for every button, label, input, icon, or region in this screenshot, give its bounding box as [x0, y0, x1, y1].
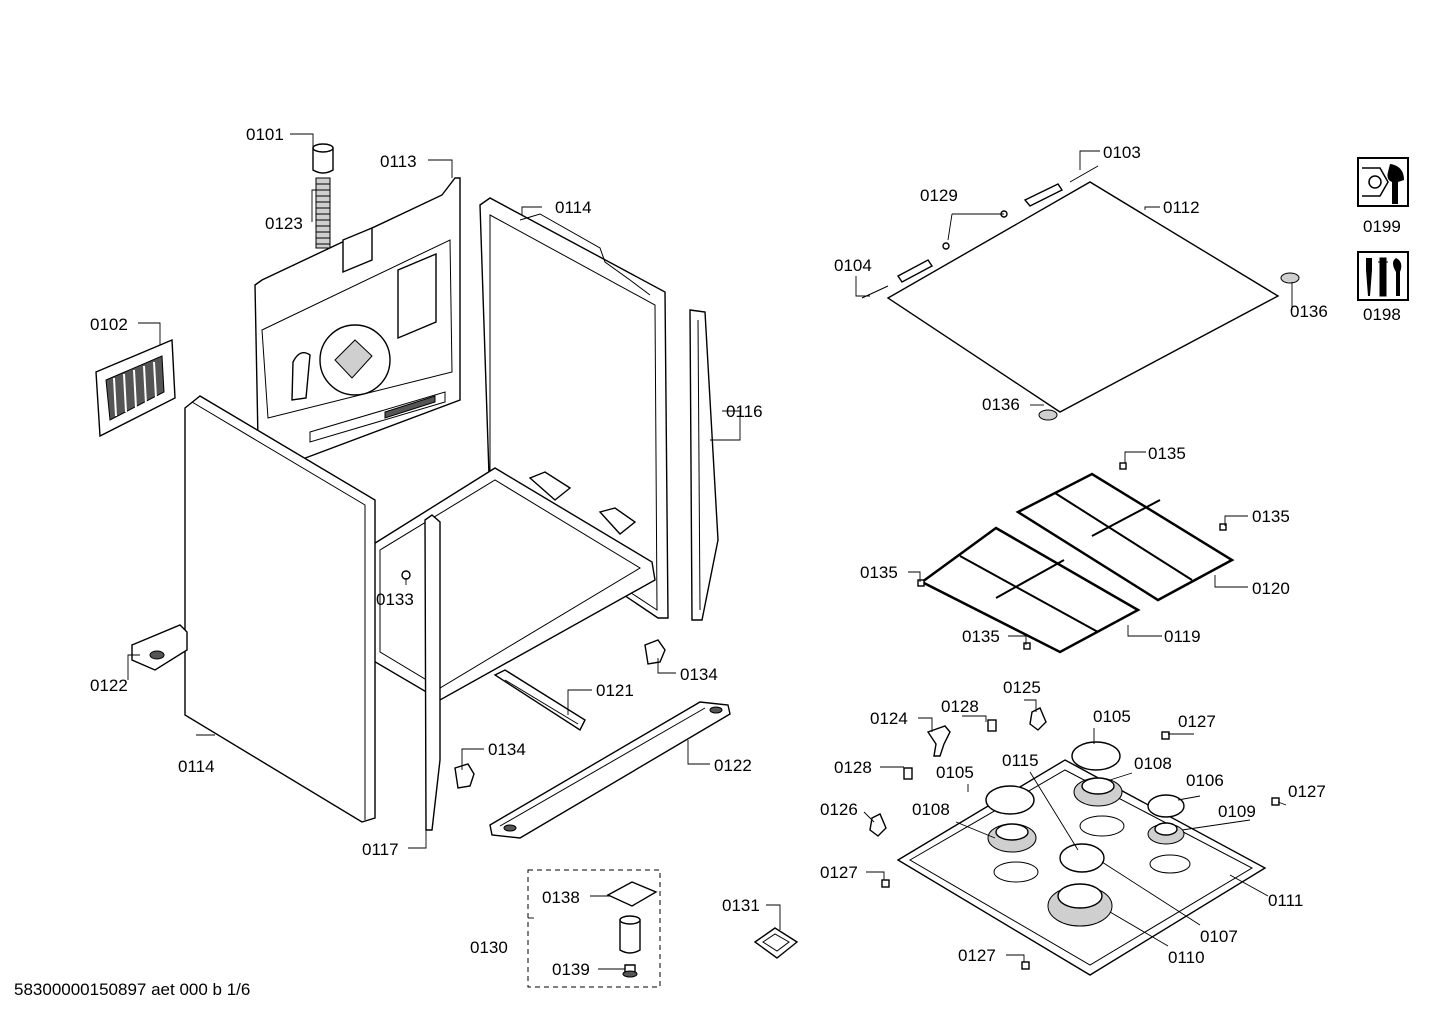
part-0126-igniter	[869, 813, 887, 837]
label-0108: 0108	[1134, 754, 1172, 773]
part-0108-burner-left	[987, 823, 1037, 853]
label-0125: 0125	[1003, 678, 1041, 697]
label-0198: 0198	[1363, 305, 1401, 324]
part-0108-burner-right	[1073, 777, 1123, 807]
label-0105: 0105	[1093, 707, 1131, 726]
part-0136-bumper-front	[1038, 409, 1058, 421]
label-0103: 0103	[1103, 143, 1141, 162]
label-0112: 0112	[1163, 198, 1200, 217]
label-0128: 0128	[941, 697, 979, 716]
part-0102-grille	[95, 338, 176, 438]
label-0129: 0129	[920, 186, 958, 205]
part-0121-slide-rail	[493, 669, 586, 732]
label-0127: 0127	[1178, 712, 1216, 731]
label-0136: 0136	[982, 395, 1020, 414]
part-labels: 0101 0123 0113 0114 0102 0116 0133 0122 …	[90, 125, 1401, 979]
part-0101-cap	[312, 143, 334, 174]
part-0123-hose	[315, 177, 331, 249]
part-0105-cap-right	[1071, 741, 1121, 771]
part-0127-bracket-a	[1161, 731, 1170, 740]
part-0124-injector	[926, 725, 951, 757]
label-0111: 0111	[1268, 891, 1303, 910]
label-0135: 0135	[860, 563, 898, 582]
label-0105: 0105	[936, 763, 974, 782]
label-0139: 0139	[552, 960, 590, 979]
label-0116: 0116	[726, 402, 763, 421]
label-0136: 0136	[1290, 302, 1328, 321]
part-0122-foot-right	[489, 701, 731, 839]
part-0114-left-side-panel	[184, 395, 376, 823]
label-0114: 0114	[555, 198, 592, 217]
leader-lines	[127, 133, 1293, 970]
label-0107: 0107	[1200, 927, 1238, 946]
label-0135: 0135	[1252, 507, 1290, 526]
label-0138: 0138	[542, 888, 580, 907]
part-bottom-tray	[371, 467, 656, 701]
label-0115: 0115	[1002, 751, 1039, 770]
label-0127: 0127	[958, 946, 996, 965]
tools-icon	[1357, 251, 1409, 301]
label-0122: 0122	[714, 756, 752, 775]
part-0128-clip-lower	[903, 767, 913, 780]
label-0133: 0133	[376, 590, 414, 609]
part-0116-rail	[689, 309, 719, 621]
wrench-icon	[1357, 157, 1409, 207]
label-0120: 0120	[1252, 579, 1290, 598]
label-0101: 0101	[246, 125, 284, 144]
label-0109: 0109	[1218, 802, 1256, 821]
part-0136-bumper-right	[1280, 272, 1300, 284]
label-0124: 0124	[870, 709, 908, 728]
label-0104: 0104	[834, 256, 872, 275]
part-0110-burner-large	[1047, 883, 1113, 927]
part-0127-bracket-b	[1271, 797, 1280, 806]
label-0122: 0122	[90, 676, 128, 695]
part-0135-feet	[917, 462, 1227, 650]
label-0135: 0135	[1148, 444, 1186, 463]
label-0119: 0119	[1164, 627, 1201, 646]
label-0108: 0108	[912, 800, 950, 819]
label-0127: 0127	[820, 863, 858, 882]
part-0120-pan-support	[1015, 472, 1235, 602]
part-0131-wok-ring	[753, 927, 799, 959]
label-0102: 0102	[90, 315, 128, 334]
part-0119-pan-support	[919, 526, 1141, 654]
part-0134-clip-lower	[454, 763, 475, 789]
part-0127-bracket-c	[881, 879, 890, 888]
part-0128-clip-upper	[987, 719, 997, 732]
part-0122-foot-left	[131, 624, 188, 671]
part-0112-lid	[886, 181, 1280, 413]
label-0134: 0134	[488, 740, 526, 759]
label-0130: 0130	[470, 938, 508, 957]
label-0106: 0106	[1186, 771, 1224, 790]
label-0135: 0135	[962, 627, 1000, 646]
part-0134-clip-upper	[644, 639, 666, 665]
part-0105-cap-left	[985, 785, 1035, 815]
label-0123: 0123	[265, 214, 303, 233]
label-0114: 0114	[178, 757, 215, 776]
label-0134: 0134	[680, 665, 718, 684]
label-0113: 0113	[380, 152, 417, 171]
label-0128: 0128	[834, 758, 872, 777]
part-0125-thermocouple	[1029, 707, 1047, 731]
label-0121: 0121	[596, 681, 634, 700]
label-0126: 0126	[820, 800, 858, 819]
part-0117-front-strip	[424, 514, 441, 831]
label-0127: 0127	[1288, 782, 1326, 801]
document-code: 58300000150897 aet 000 b 1/6	[14, 980, 251, 999]
part-0106-cap-small	[1147, 794, 1185, 818]
label-0117: 0117	[362, 840, 399, 859]
part-0133-screw	[401, 570, 411, 580]
part-0109-burner-small	[1147, 822, 1185, 845]
part-0127-bracket-d	[1021, 961, 1030, 970]
part-0130-leveling-kit	[527, 869, 661, 988]
label-0110: 0110	[1168, 948, 1205, 967]
part-0107-cap-large	[1059, 843, 1105, 873]
label-0199: 0199	[1363, 217, 1401, 236]
label-0131: 0131	[722, 896, 760, 915]
